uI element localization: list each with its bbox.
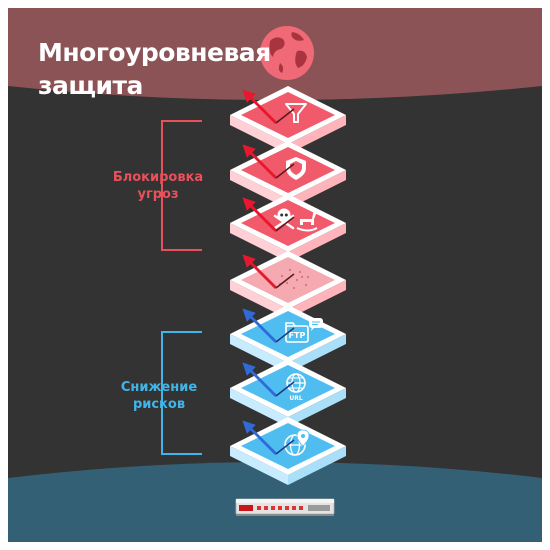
risk-reduction-label: Снижение рисков [114, 379, 204, 413]
deflect-arrow-3 [242, 197, 277, 232]
risk-bracket [161, 331, 202, 455]
threat-blocking-label-line-1: Блокировка [112, 170, 204, 185]
layer-5-ftp-chat: FTP [230, 305, 346, 373]
deflect-arrow-4 [242, 254, 277, 289]
incoming-arrow-5 [275, 327, 295, 343]
deflect-arrow-5 [242, 308, 277, 343]
threat-bracket [161, 120, 202, 251]
layer-6-url-globe: URL [230, 359, 346, 427]
threat-blocking-label: Блокировка угроз [108, 169, 208, 203]
title-line-1: Многоуровневая [38, 38, 271, 67]
url-label: URL [289, 395, 302, 402]
incoming-arrow-1 [275, 108, 295, 124]
deflect-arrow-1 [242, 89, 277, 124]
layer-7-geo-location-globe [230, 417, 346, 485]
url-globe-icon: URL [286, 373, 306, 402]
layer-3-skull-crossbones-and-trojan-horse [230, 194, 346, 262]
filter-icon [285, 103, 307, 123]
layer-stack: FTP URL [230, 86, 346, 485]
ftp-label: FTP [289, 331, 306, 340]
diagram-svg: FTP URL [8, 8, 542, 542]
risk-reduction-label-line-1: Снижение [120, 380, 198, 395]
layer-1-filter [230, 86, 346, 154]
page-title: Многоуровневая защита [38, 36, 271, 102]
incoming-arrow-3 [275, 216, 295, 232]
layer-2-shield [230, 141, 346, 209]
deflect-arrow-6 [242, 362, 277, 397]
incoming-arrow-4 [275, 273, 295, 289]
layer-4-sandbox [230, 251, 346, 319]
threat-blocking-label-line-2: угроз [137, 187, 179, 202]
deflect-arrow-2 [242, 144, 277, 179]
geo-location-globe-icon [284, 429, 310, 456]
diagram-canvas: FTP URL Многоуровневая защита Блокировка … [8, 8, 542, 542]
firewall-appliance-icon [235, 498, 335, 516]
risk-reduction-label-line-2: рисков [132, 397, 186, 412]
incoming-arrow-7 [275, 439, 295, 455]
title-line-2: защита [38, 71, 143, 100]
skull-crossbones-and-trojan-horse-icon [273, 208, 318, 232]
deflect-arrow-7 [242, 420, 277, 455]
globe-icon [260, 26, 314, 80]
incoming-arrow-6 [275, 381, 295, 397]
incoming-arrow-2 [275, 163, 295, 179]
